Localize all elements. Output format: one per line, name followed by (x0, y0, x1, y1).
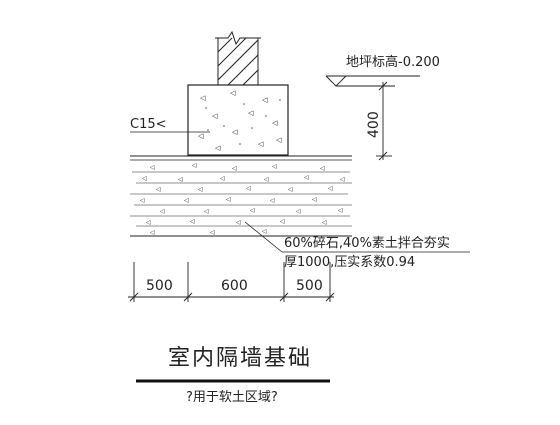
svg-text:◁: ◁ (262, 228, 267, 235)
wall (215, 30, 261, 86)
concrete-grade-callout: C15< (130, 117, 210, 133)
svg-text:◁: ◁ (150, 229, 155, 236)
svg-text:◁: ◁ (230, 89, 236, 97)
svg-text:◁: ◁ (198, 132, 204, 140)
svg-text:◁: ◁ (212, 112, 218, 120)
svg-text:◁: ◁ (178, 176, 183, 183)
svg-text:◁: ◁ (215, 144, 221, 152)
fill-spec-line-1: 60%碎石,40%素土拌合夯实 (284, 236, 450, 251)
svg-text:◁: ◁ (272, 163, 277, 170)
svg-text:◁: ◁ (192, 162, 197, 169)
bottom-dim-center: 600 (221, 278, 248, 294)
height-dimension-line (376, 81, 392, 161)
svg-text:◁: ◁ (340, 176, 345, 183)
svg-text:◁: ◁ (200, 94, 206, 102)
svg-text:◁: ◁ (338, 207, 343, 214)
svg-text:◁: ◁ (204, 208, 209, 215)
svg-text:◁: ◁ (220, 175, 225, 182)
svg-text:◁: ◁ (250, 207, 255, 214)
svg-text:◁: ◁ (262, 96, 268, 104)
concrete-footing: ◁ ◁ ◁ ◁ ◁ ◁ ◁ ◁ ◁ ◁ ◁ (187, 84, 289, 156)
svg-text:◁: ◁ (312, 196, 317, 203)
svg-text:◁: ◁ (322, 219, 327, 226)
bottom-dim-left: 500 (146, 278, 173, 294)
svg-text:◁: ◁ (320, 165, 325, 172)
svg-text:◁: ◁ (232, 128, 238, 136)
elevation-label: 地坪标高-0.200 (346, 54, 440, 70)
concrete-grade-label: C15< (130, 117, 167, 132)
svg-text:◁: ◁ (142, 175, 147, 182)
svg-text:◁: ◁ (270, 197, 275, 204)
svg-text:◁: ◁ (156, 186, 161, 193)
svg-text:◁: ◁ (150, 164, 155, 171)
compacted-fill-layer (130, 155, 352, 237)
svg-text:◁: ◁ (258, 140, 264, 148)
svg-text:◁: ◁ (246, 185, 251, 192)
svg-text:◁: ◁ (236, 219, 241, 226)
svg-text:◁: ◁ (210, 229, 215, 236)
svg-text:◁: ◁ (198, 186, 203, 193)
elevation-marker (325, 75, 420, 87)
svg-text:◁: ◁ (276, 136, 282, 144)
svg-text:◁: ◁ (288, 186, 293, 193)
svg-text:◁: ◁ (140, 197, 145, 204)
svg-text:◁: ◁ (264, 176, 269, 183)
svg-text:◁: ◁ (226, 196, 231, 203)
fill-aggregate-marks: ◁◁◁◁◁ ◁◁◁◁◁◁ ◁◁◁◁◁ ◁◁◁◁◁ ◁◁◁◁◁ ◁◁◁◁◁ ◁◁◁ (140, 162, 345, 236)
svg-text:◁: ◁ (232, 165, 237, 172)
drawing-subtitle: ?用于软土区域? (186, 390, 278, 405)
fill-spec-leader (244, 221, 470, 253)
svg-text:◁: ◁ (184, 197, 189, 204)
svg-text:◁: ◁ (160, 208, 165, 215)
height-dimension-value: 400 (366, 111, 382, 138)
bottom-dim-right: 500 (296, 278, 323, 294)
bottom-dimension-line (128, 262, 335, 302)
drawing-title: 室内隔墙基础 (168, 346, 312, 371)
svg-text:◁: ◁ (146, 219, 151, 226)
svg-text:◁: ◁ (304, 174, 309, 181)
svg-text:◁: ◁ (272, 119, 278, 127)
svg-text:◁: ◁ (248, 109, 254, 117)
svg-text:◁: ◁ (328, 185, 333, 192)
svg-text:◁: ◁ (190, 218, 195, 225)
fill-spec-line-2: 厚1000,压实系数0.94 (284, 255, 415, 270)
svg-text:◁: ◁ (296, 208, 301, 215)
svg-text:◁: ◁ (280, 218, 285, 225)
